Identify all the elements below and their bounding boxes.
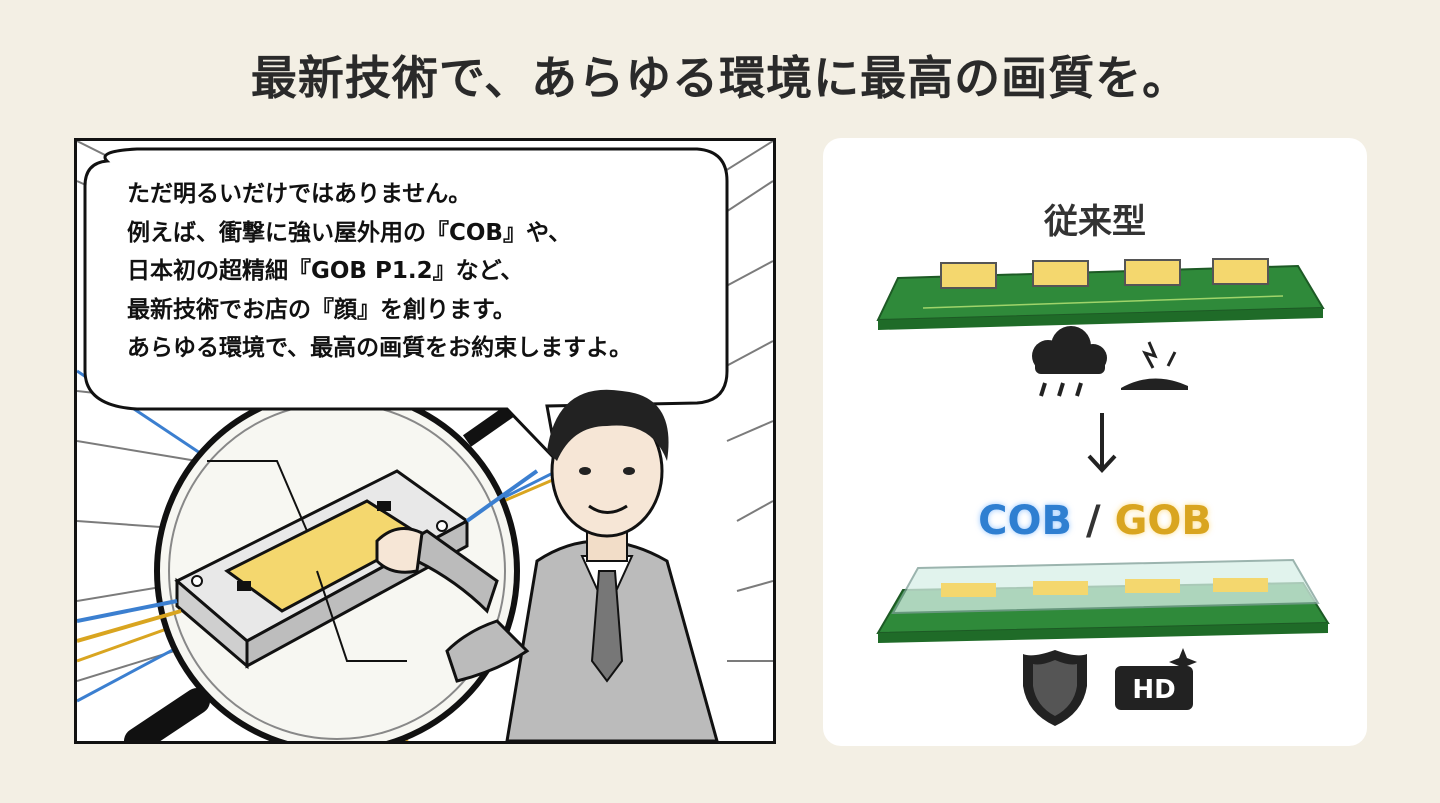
manga-illustration — [77, 141, 773, 741]
cob-gob-pcb — [876, 558, 1330, 643]
speech-line: 日本初の超精細『GOB P1.2』など、 — [127, 258, 524, 284]
rain-cloud-icon — [1032, 326, 1107, 397]
speech-line: 最新技術でお店の『顔』を創ります。 — [127, 296, 516, 323]
presenter-man — [375, 389, 719, 741]
speech-line: あらゆる環境で、最高の画質をお約束しますよ。 — [127, 335, 633, 361]
hd-badge-text: HD — [1132, 675, 1175, 705]
comparison-illustration: HD — [876, 258, 1330, 726]
down-arrow-icon — [1087, 413, 1117, 473]
speech-line: ただ明るいだけではありません。 — [127, 181, 472, 207]
conventional-pcb — [876, 258, 1325, 330]
headline: 最新技術で、あらゆる環境に最高の画質を。 — [250, 51, 1190, 105]
crack-impact-icon — [1121, 341, 1188, 390]
manga-panel: ただ明るいだけではありません。 例えば、衝撃に強い屋外用の『COB』や、 日本初… — [74, 138, 776, 744]
speech-bubble — [83, 147, 729, 466]
label-separator: / — [1085, 498, 1101, 544]
comparison-panel: HD 従来型 COB / GOB — [823, 138, 1367, 746]
gob-label: GOB — [1114, 498, 1212, 544]
conventional-title: 従来型 — [1044, 202, 1146, 242]
hd-sparkle-icon: HD — [1115, 648, 1197, 710]
speech-line: 例えば、衝撃に強い屋外用の『COB』や、 — [127, 219, 572, 246]
tech-labels: COB / GOB — [823, 498, 1367, 544]
cob-label: COB — [978, 498, 1072, 544]
speech-text: ただ明るいだけではありません。 例えば、衝撃に強い屋外用の『COB』や、 日本初… — [127, 175, 707, 368]
shield-icon — [1023, 650, 1087, 726]
